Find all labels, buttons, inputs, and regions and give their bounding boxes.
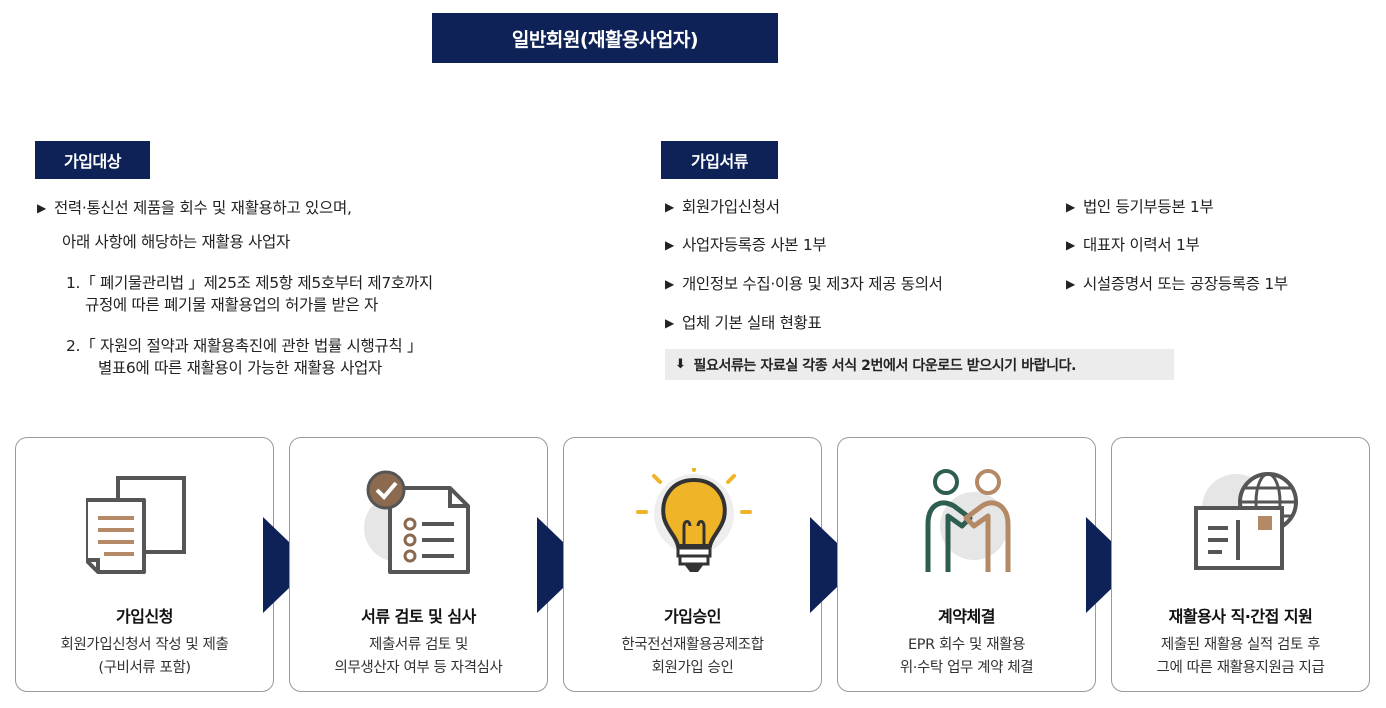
step-desc-line2: 그에 따른 재활용지원금 지급 (1156, 660, 1325, 676)
triangle-bullet-icon: ▶ (665, 277, 674, 291)
arrow-right-icon (810, 517, 860, 613)
doc-label: 회원가입신청서 (681, 198, 780, 216)
target-intro-line1: 전력·통신선 제품을 회수 및 재활용하고 있으며, (53, 199, 352, 217)
doc-label: 개인정보 수집·이용 및 제3자 제공 동의서 (681, 275, 943, 293)
step-desc-line2: (구비서류 포함) (98, 660, 191, 676)
target-intro: ▶ 전력·통신선 제품을 회수 및 재활용하고 있으며, (37, 196, 352, 218)
step-title: 계약체결 (938, 607, 995, 626)
doc-label: 법인 등기부등본 1부 (1082, 198, 1214, 216)
step-desc-line1: 한국전선재활용공제조합 (621, 637, 764, 653)
step-desc-line2: 위·수탁 업무 계약 체결 (899, 660, 1034, 676)
doc-label: 사업자등록증 사본 1부 (681, 236, 827, 254)
target-item2-line1: 2.「 자원의 절약과 재활용촉진에 관한 법률 시행규칙 」 (66, 337, 423, 355)
triangle-bullet-icon: ▶ (1066, 238, 1075, 252)
step-desc-line1: 제출된 재활용 실적 검토 후 (1160, 637, 1321, 653)
arrow-right-icon (537, 517, 587, 613)
step-desc-line1: 회원가입신청서 작성 및 제출 (60, 637, 229, 653)
triangle-bullet-icon: ▶ (665, 200, 674, 214)
doc-item: ▶ 회원가입신청서 (665, 195, 780, 217)
page-title: 일반회원(재활용사업자) (432, 13, 778, 63)
doc-item: ▶ 대표자 이력서 1부 (1066, 233, 1200, 255)
step-desc-line2: 회원가입 승인 (651, 660, 734, 676)
step-desc-line1: EPR 회수 및 재활용 (907, 637, 1026, 653)
handshake-icon (925, 469, 1011, 572)
target-item1-line1: 1.「 폐기물관리법 」제25조 제5항 제5호부터 제7호까지 (66, 274, 433, 292)
doc-item: ▶ 사업자등록증 사본 1부 (665, 233, 827, 255)
step-title: 가입신청 (116, 607, 173, 626)
globe-mail-icon (1194, 472, 1298, 570)
target-item2-line2: 별표6에 따른 재활용이 가능한 재활용 사업자 (98, 359, 382, 377)
download-notice: ⬇ 필요서류는 자료실 각종 서식 2번에서 다운로드 받으시기 바랍니다. (665, 349, 1174, 380)
doc-item: ▶ 업체 기본 실태 현황표 (665, 311, 822, 333)
step-desc-line2: 의무생산자 여부 등 자격심사 (334, 660, 503, 676)
doc-label: 대표자 이력서 1부 (1082, 236, 1200, 254)
step-title: 재활용사 직·간접 지원 (1168, 607, 1313, 626)
step-desc: 회원가입신청서 작성 및 제출 (구비서류 포함) (16, 634, 273, 680)
doc-label: 시설증명서 또는 공장등록증 1부 (1082, 275, 1288, 293)
checklist-icon (364, 470, 470, 574)
doc-label: 업체 기본 실태 현황표 (681, 314, 822, 332)
triangle-bullet-icon: ▶ (1066, 200, 1075, 214)
download-notice-text: 필요서류는 자료실 각종 서식 2번에서 다운로드 받으시기 바랍니다. (693, 357, 1077, 374)
target-item1-line2: 규정에 따른 폐기물 재활용업의 허가를 받은 자 (85, 296, 379, 314)
doc-item: ▶ 개인정보 수집·이용 및 제3자 제공 동의서 (665, 272, 943, 294)
step-desc-line1: 제출서류 검토 및 (369, 637, 468, 653)
step-title: 서류 검토 및 심사 (361, 607, 476, 626)
triangle-bullet-icon: ▶ (665, 316, 674, 330)
step-title: 가입승인 (664, 607, 721, 626)
arrow-right-icon (263, 517, 313, 613)
target-intro-line2: 아래 사항에 해당하는 재활용 사업자 (62, 233, 290, 251)
lightbulb-icon (636, 468, 752, 572)
section-tag-docs: 가입서류 (661, 141, 778, 179)
section-tag-target: 가입대상 (35, 141, 150, 179)
doc-item: ▶ 시설증명서 또는 공장등록증 1부 (1066, 272, 1288, 294)
triangle-bullet-icon: ▶ (665, 238, 674, 252)
triangle-bullet-icon: ▶ (37, 201, 46, 215)
document-stack-icon (86, 476, 186, 574)
download-icon: ⬇ (675, 357, 686, 372)
process-step-apply: 가입신청 회원가입신청서 작성 및 제출 (구비서류 포함) (15, 437, 274, 692)
doc-item: ▶ 법인 등기부등본 1부 (1066, 195, 1214, 217)
triangle-bullet-icon: ▶ (1066, 277, 1075, 291)
